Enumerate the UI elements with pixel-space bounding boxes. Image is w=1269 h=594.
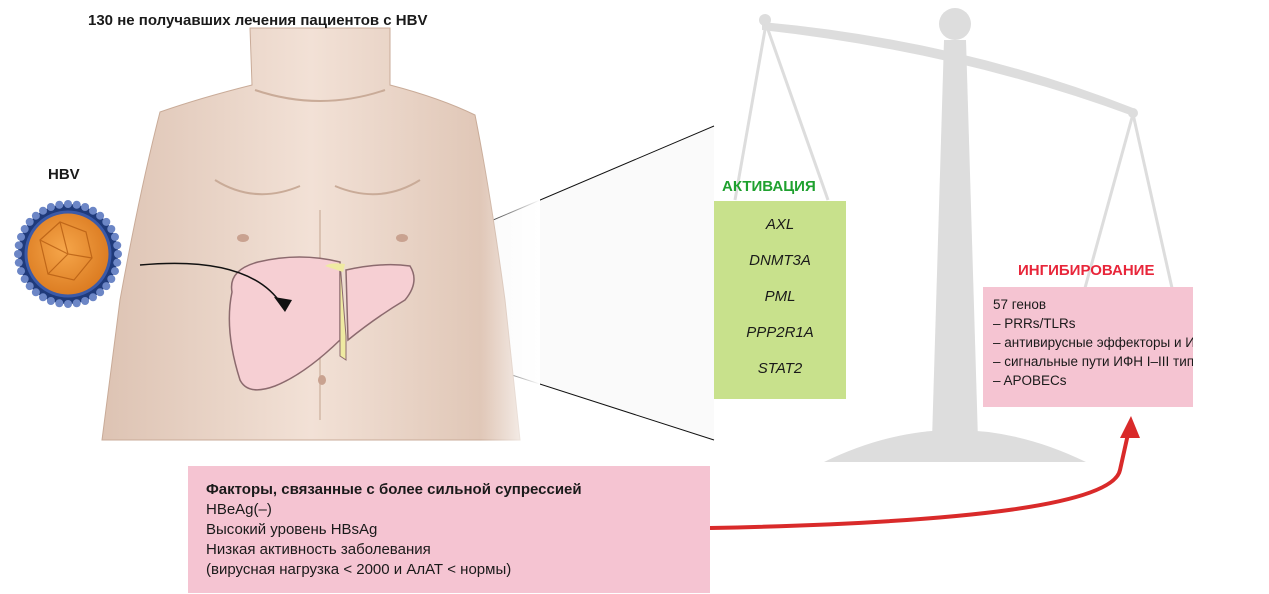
inhibition-line: – PRRs/TLRs <box>993 314 1193 333</box>
virus-spike <box>55 201 63 209</box>
virus-spike <box>39 207 47 215</box>
virus-spike <box>17 233 25 241</box>
red-arrow-head-icon <box>1120 416 1140 438</box>
inhibition-box: 57 генов – PRRs/TLRs – антивирусные эффе… <box>983 287 1193 407</box>
gene-item: AXL <box>714 215 846 251</box>
virus-spike <box>114 250 122 258</box>
virus-spike <box>89 207 97 215</box>
virus-spike <box>102 218 110 226</box>
inhibition-line: – APOBECs <box>993 371 1193 390</box>
virus-spike <box>26 218 34 226</box>
hbv-virus-icon <box>14 200 122 308</box>
virus-spike <box>47 297 55 305</box>
virus-spike <box>81 203 89 211</box>
factors-box: Факторы, связанные с более сильной супре… <box>188 466 710 593</box>
inhibition-line: – антивирусные эффекторы и ИСГ <box>993 333 1193 352</box>
virus-spike <box>102 282 110 290</box>
virus-spike <box>96 288 104 296</box>
activation-heading: АКТИВАЦИЯ <box>722 178 816 195</box>
factor-line: HBeAg(–) <box>206 500 710 520</box>
gene-item: PML <box>714 287 846 323</box>
inhibition-line: 57 генов <box>993 295 1193 314</box>
virus-spike <box>111 267 119 275</box>
virus-spike <box>21 275 29 283</box>
virus-spike <box>113 259 121 267</box>
virus-spike <box>89 293 97 301</box>
factor-line: (вирусная нагрузка < 2000 и АлАТ < нормы… <box>206 560 710 580</box>
virus-spike <box>14 250 22 258</box>
virus-spike <box>107 225 115 233</box>
virus-spike <box>64 200 72 208</box>
virus-spike <box>73 299 81 307</box>
virus-spike <box>15 259 23 267</box>
factor-line: Низкая активность заболевания <box>206 540 710 560</box>
factor-line: Высокий уровень HBsAg <box>206 520 710 540</box>
virus-spike <box>21 225 29 233</box>
virus-spike <box>47 203 55 211</box>
hbv-label: HBV <box>48 166 80 183</box>
factors-heading: Факторы, связанные с более сильной супре… <box>206 480 710 500</box>
virus-spike <box>15 241 23 249</box>
gene-item: DNMT3A <box>714 251 846 287</box>
torso-illustration <box>102 28 540 460</box>
virus-spike <box>107 275 115 283</box>
gene-item: PPP2R1A <box>714 323 846 359</box>
virus-spike <box>26 282 34 290</box>
virus-spike <box>113 241 121 249</box>
virus-spike <box>96 212 104 220</box>
activation-box: AXL DNMT3A PML PPP2R1A STAT2 <box>714 201 846 399</box>
inhibition-line: – сигнальные пути ИФН I–III типа <box>993 352 1193 371</box>
virus-spike <box>39 293 47 301</box>
virus-spike <box>32 212 40 220</box>
inhibition-heading: ИНГИБИРОВАНИЕ <box>1018 262 1154 279</box>
virus-spike <box>73 201 81 209</box>
virus-spike <box>32 288 40 296</box>
gene-item: STAT2 <box>714 359 846 395</box>
virus-spike <box>111 233 119 241</box>
virus-spike <box>81 297 89 305</box>
page-title: 130 не получавших лечения пациентов с HB… <box>88 12 427 29</box>
virus-spike <box>55 299 63 307</box>
virus-spike <box>64 300 72 308</box>
virus-spike <box>17 267 25 275</box>
